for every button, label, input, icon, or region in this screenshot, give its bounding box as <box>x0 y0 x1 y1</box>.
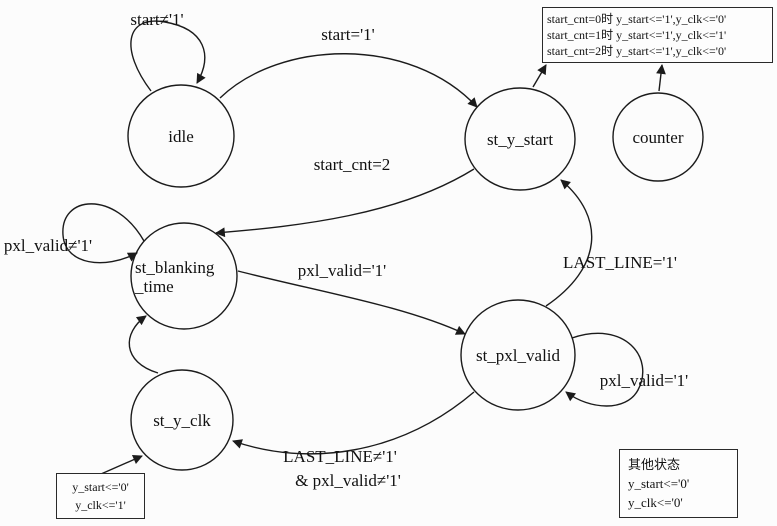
transition-idle-self-loop-arrow <box>130 20 206 92</box>
counter-output-line-2: start_cnt=1时 y_start<='1',y_clk<='1' <box>547 28 727 42</box>
state-st-y-clk-circle <box>130 369 234 471</box>
transition-st-blanking-time-self-loop-arrow <box>62 203 145 264</box>
transition-label-blanking-self: pxl_valid≠'1' <box>4 236 92 255</box>
state-st-blanking-time-label-line2: _time <box>134 277 174 296</box>
transition-st-pxl-valid-self-loop-arrow <box>565 332 644 407</box>
transition-label-blanking-to-pxl-valid: pxl_valid='1' <box>298 261 386 280</box>
state-st-y-clk-label: st_y_clk <box>153 411 211 430</box>
state-counter-label: counter <box>633 128 684 147</box>
y-clk-output-box: y_start<='0' y_clk<='1' <box>56 473 145 519</box>
arrow-y-clk-output-box-to-st-y-clk <box>100 455 143 475</box>
state-st-y-start-label: st_y_start <box>487 130 553 149</box>
transition-label-pxl-valid-to-y-clk-line1: LAST_LINE≠'1' <box>283 447 397 466</box>
transition-label-pxl-valid-to-y-start: LAST_LINE='1' <box>563 253 677 272</box>
state-idle-circle <box>127 84 235 188</box>
transition-label-idle-to-st-y-start: start='1' <box>321 25 374 44</box>
counter-output-line-3: start_cnt=2时 y_start<='1',y_clk<='0' <box>547 44 727 58</box>
counter-output-line-1: start_cnt=0时 y_start<='1',y_clk<='0' <box>547 12 727 26</box>
transition-st-pxl-valid-to-st-y-start-arrow <box>545 179 593 307</box>
state-st-blanking-time-circle <box>130 222 238 330</box>
y-clk-output-line-1: y_start<='0' <box>72 480 129 494</box>
transition-label-pxl-valid-self: pxl_valid='1' <box>600 371 688 390</box>
y-clk-output-line-2: y_clk<='1' <box>75 498 126 512</box>
transition-st-pxl-valid-to-st-y-clk-arrow <box>232 391 475 455</box>
state-st-blanking-time-label-line1: st_blanking <box>135 258 215 277</box>
state-idle-label: idle <box>168 127 194 146</box>
transition-st-y-clk-to-st-blanking-time-arrow <box>128 315 159 374</box>
arrow-st-y-start-to-counter-output-box <box>532 64 547 88</box>
transition-idle-to-st-y-start-arrow <box>219 53 478 108</box>
other-states-line-1: 其他状态 <box>628 457 681 472</box>
transition-label-idle-self: start≠'1' <box>130 10 183 29</box>
state-counter-circle <box>612 92 704 182</box>
transition-label-st-y-start-to-blanking: start_cnt=2 <box>314 155 391 174</box>
counter-output-box: start_cnt=0时 y_start<='1',y_clk<='0' sta… <box>542 7 773 63</box>
other-states-line-2: y_start<='0' <box>628 476 690 491</box>
transition-st-blanking-time-to-st-pxl-valid-arrow <box>237 270 466 335</box>
state-st-y-start-circle <box>464 87 576 191</box>
transition-st-y-start-to-st-blanking-time-arrow <box>215 168 475 238</box>
other-states-line-3: y_clk<='0' <box>628 495 683 510</box>
other-states-box: 其他状态 y_start<='0' y_clk<='0' <box>619 449 738 518</box>
state-st-pxl-valid-label: st_pxl_valid <box>476 346 561 365</box>
transition-label-pxl-valid-to-y-clk-line2: & pxl_valid≠'1' <box>295 471 401 490</box>
arrow-counter-to-counter-output-box <box>656 64 666 92</box>
state-st-pxl-valid-circle <box>460 299 576 411</box>
